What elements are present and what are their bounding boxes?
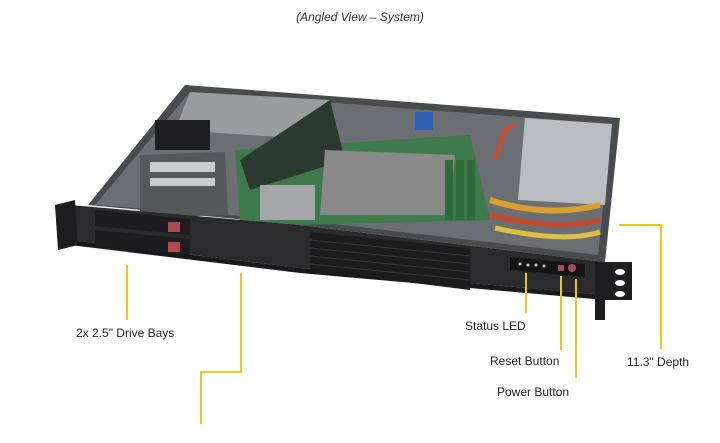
- drive-bays-label: 2x 2.5" Drive Bays: [76, 326, 175, 340]
- figure-caption: (Angled View – System): [296, 10, 424, 24]
- depth-label: 11.3" Depth: [627, 355, 690, 369]
- depth-callout-line-horizontal: [619, 224, 662, 226]
- status-led-callout-line: [525, 273, 527, 313]
- reset-button-callout-line: [560, 276, 562, 350]
- power-button-label: Power Button: [497, 385, 570, 399]
- reset-button-label: Reset Button: [490, 354, 560, 368]
- unlabeled-callout-line-horizontal: [200, 371, 242, 373]
- drive-bays-callout-line: [126, 265, 128, 320]
- power-button-callout-line: [575, 279, 577, 378]
- depth-callout-line-vertical: [660, 224, 662, 349]
- unlabeled-callout-line-vertical: [240, 273, 242, 373]
- unlabeled-callout-line-drop: [200, 371, 202, 424]
- status-led-label: Status LED: [465, 319, 526, 333]
